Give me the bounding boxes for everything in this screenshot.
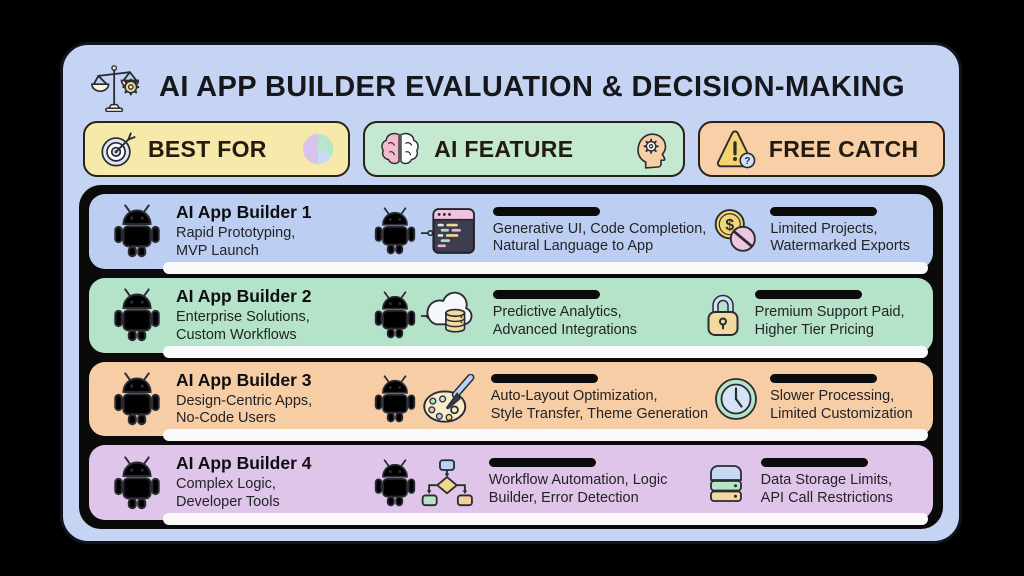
redacted-bar [492, 290, 600, 300]
pie-chart-icon [301, 132, 335, 166]
title-row: AI APP BUILDER EVALUATION & DECISION-MAK… [77, 53, 945, 121]
brain-icon [378, 130, 422, 168]
redacted-bar [488, 457, 596, 467]
target-dart-icon [98, 130, 136, 168]
ai-feature-text: Workflow Automation, Logic Builder, Erro… [488, 471, 668, 506]
redacted-bar [754, 290, 862, 300]
redacted-bar [770, 374, 878, 384]
column-header-free-catch: FREE CATCH [697, 121, 946, 177]
android-robot-icon [111, 372, 163, 426]
redacted-bar [492, 206, 600, 216]
best-for-cell: AI App Builder 3 Design-Centric Apps, No… [89, 370, 372, 428]
paint-palette-icon [421, 374, 475, 424]
free-catch-cell: Slower Processing, Limited Customization [708, 374, 933, 423]
column-label: BEST FOR [148, 135, 267, 162]
column-header-best-for: BEST FOR [83, 121, 351, 177]
ai-feature-text: Generative UI, Code Completion, Natural … [492, 220, 707, 255]
redacted-bar [770, 206, 878, 216]
android-robot-icon [111, 204, 163, 258]
free-catch-cell: Premium Support Paid, Higher Tier Pricin… [697, 290, 933, 339]
ai-feature-cell: Generative UI, Code Completion, Natural … [372, 206, 707, 256]
clock-icon [714, 377, 758, 421]
android-robot-icon [111, 456, 163, 510]
android-robot-icon [372, 207, 418, 255]
best-for-cell: AI App Builder 4 Complex Logic, Develope… [89, 453, 372, 511]
builder-name: AI App Builder 1 [176, 202, 312, 223]
builder-name: AI App Builder 3 [176, 369, 312, 390]
free-catch-text: Data Storage Limits, API Call Restrictio… [760, 471, 893, 506]
server-stack-icon [703, 461, 749, 505]
best-for-text: Enterprise Solutions, Custom Workflows [176, 308, 310, 343]
free-catch-cell: Limited Projects, Watermarked Exports [706, 206, 933, 256]
ai-feature-cell: Workflow Automation, Logic Builder, Erro… [372, 457, 697, 508]
ai-feature-cell: Auto-Layout Optimization, Style Transfer… [372, 374, 708, 424]
android-robot-icon [372, 459, 418, 507]
builder-row-4: AI App Builder 4 Complex Logic, Develope… [89, 445, 933, 525]
cloud-database-icon [421, 291, 477, 339]
free-catch-text: Limited Projects, Watermarked Exports [770, 220, 910, 255]
redacted-bar [760, 457, 868, 467]
best-for-text: Complex Logic, Developer Tools [176, 476, 280, 511]
warning-question-icon [713, 129, 757, 169]
builder-row-2: AI App Builder 2 Enterprise Solutions, C… [89, 277, 933, 358]
free-catch-text: Slower Processing, Limited Customization [770, 388, 913, 422]
builder-row-1: AI App Builder 1 Rapid Prototyping, MVP … [89, 194, 933, 274]
column-header-ai-feature: AI FEATURE [363, 121, 685, 177]
builder-row-3: AI App Builder 3 Design-Centric Apps, No… [89, 361, 933, 441]
redacted-bar [490, 374, 598, 384]
android-robot-icon [111, 288, 163, 342]
column-headers: BEST FOR AI FEATURE FREE CATCH [77, 121, 946, 177]
android-robot-icon [372, 375, 418, 423]
free-catch-text: Premium Support Paid, Higher Tier Pricin… [754, 304, 905, 339]
balance-scale-gear-icon [89, 62, 143, 112]
ai-feature-cell: Predictive Analytics, Advanced Integrati… [372, 290, 697, 339]
infographic-panel: AI APP BUILDER EVALUATION & DECISION-MAK… [60, 42, 962, 544]
android-robot-icon [372, 291, 418, 339]
ai-feature-text: Predictive Analytics, Advanced Integrati… [492, 304, 638, 339]
best-for-text: Rapid Prototyping, MVP Launch [176, 225, 296, 259]
column-label: AI FEATURE [434, 135, 574, 162]
best-for-cell: AI App Builder 1 Rapid Prototyping, MVP … [89, 202, 372, 260]
best-for-text: Design-Centric Apps, No-Code Users [176, 392, 313, 427]
padlock-icon [703, 292, 743, 338]
best-for-cell: AI App Builder 2 Enterprise Solutions, C… [89, 286, 372, 344]
free-catch-cell: Data Storage Limits, API Call Restrictio… [697, 457, 933, 507]
column-label: FREE CATCH [768, 135, 919, 162]
builders-table: AI App Builder 1 Rapid Prototyping, MVP … [79, 185, 943, 529]
page-title: AI APP BUILDER EVALUATION & DECISION-MAK… [159, 70, 905, 103]
ai-feature-text: Auto-Layout Optimization, Style Transfer… [490, 388, 709, 422]
coin-no-sign-icon [712, 208, 758, 254]
head-gear-icon [634, 129, 670, 169]
code-editor-icon [421, 206, 477, 256]
builder-name: AI App Builder 4 [176, 453, 312, 474]
builder-name: AI App Builder 2 [176, 285, 312, 306]
flowchart-icon [421, 458, 473, 508]
